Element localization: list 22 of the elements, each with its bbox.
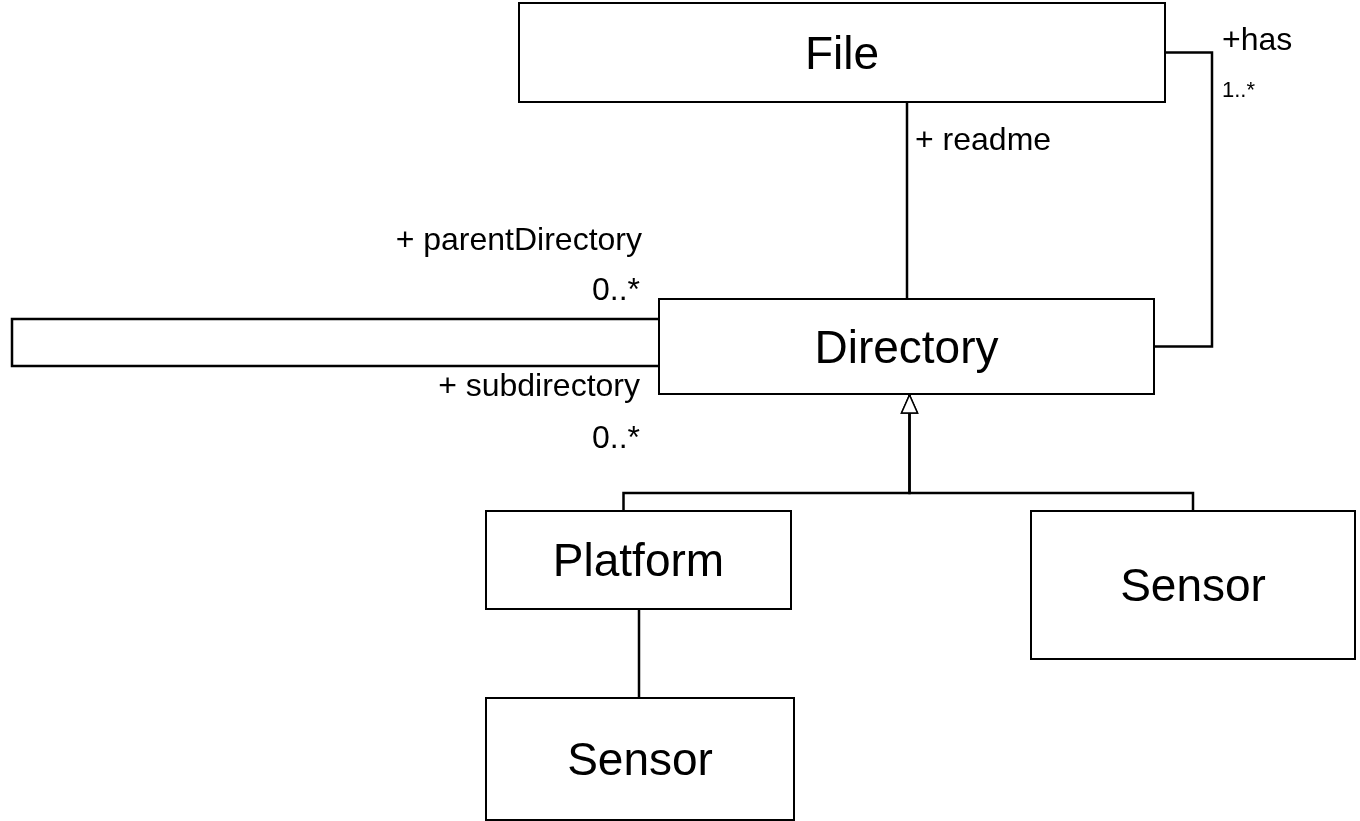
multiplicity-label: 0..* <box>591 420 640 456</box>
class-name: Sensor <box>567 732 713 786</box>
class-name: File <box>804 25 880 80</box>
association-line <box>900 394 1195 510</box>
class-box <box>485 697 795 821</box>
class-name: Directory <box>814 319 999 374</box>
class-box <box>1030 510 1356 660</box>
association-line <box>637 610 641 697</box>
role-label: + subdirectory <box>438 368 640 404</box>
association-line <box>1155 51 1214 348</box>
class-name: Sensor <box>1120 558 1266 612</box>
role-label: + readme <box>915 122 1052 158</box>
role-label: +has <box>1222 22 1293 58</box>
class-box <box>518 2 1166 103</box>
class-name: Platform <box>552 533 725 587</box>
multiplicity-label: 0..* <box>591 272 640 308</box>
role-label: + parentDirectory <box>395 222 642 258</box>
multiplicity-label: 1..* <box>1222 78 1256 103</box>
association-line <box>10 317 658 368</box>
class-box <box>485 510 792 610</box>
association-line <box>905 103 909 298</box>
class-box <box>658 298 1155 395</box>
